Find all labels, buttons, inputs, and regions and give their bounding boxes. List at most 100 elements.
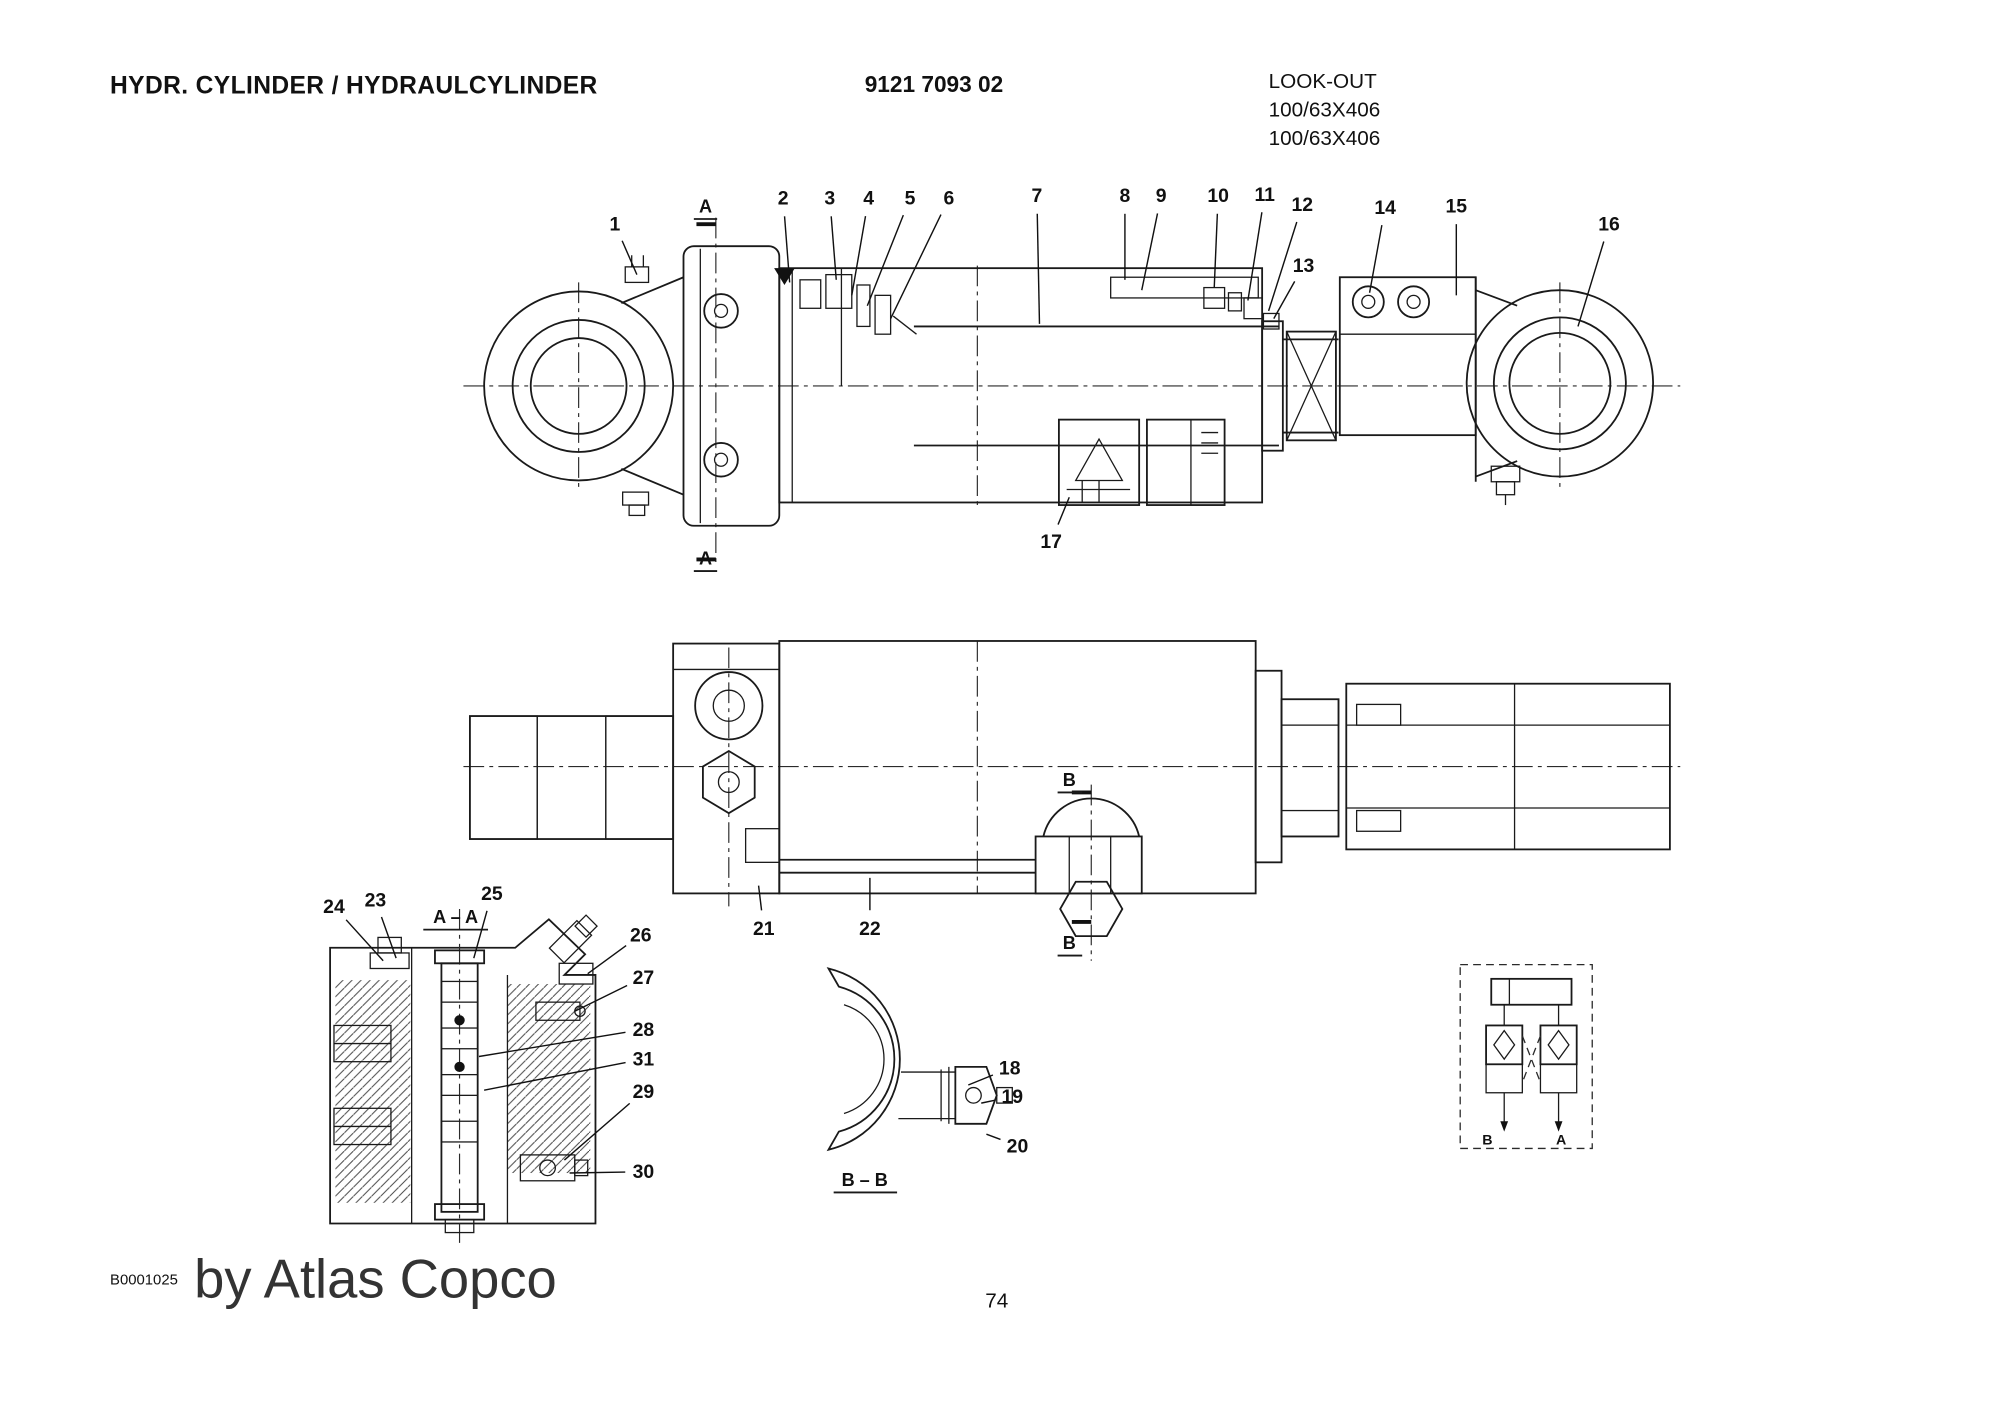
page-title: HYDR. CYLINDER / HYDRAULCYLINDER <box>110 72 598 99</box>
hydraulic-pipe <box>744 797 1143 938</box>
brand-watermark: by Atlas Copco <box>194 1248 557 1309</box>
model-line-1: 100/63X406 <box>1269 99 1381 122</box>
callout-leader-11 <box>1247 212 1263 301</box>
callout-number-19: 19 <box>1002 1086 1024 1108</box>
callout-leader-13 <box>1273 281 1296 319</box>
pipe-elbow-left <box>744 828 780 863</box>
schematic-port-a: A <box>1556 1133 1566 1149</box>
section-label-aa: A – A <box>433 907 478 927</box>
callout-number-14: 14 <box>1374 197 1396 219</box>
callout-number-13: 13 <box>1293 255 1315 277</box>
left-eye <box>483 245 781 527</box>
callout-leader-1 <box>621 240 638 275</box>
callout-leader-28 <box>478 1031 626 1058</box>
document-code: B0001025 <box>110 1272 178 1288</box>
section-label-b-top: B <box>1063 770 1076 790</box>
callout-number-3: 3 <box>824 188 835 210</box>
fitting-hex-head <box>954 1065 998 1125</box>
callout-leader-25 <box>473 910 488 959</box>
callout-leader-7 <box>1036 213 1041 324</box>
callout-number-16: 16 <box>1598 214 1620 236</box>
callout-number-4: 4 <box>863 188 874 210</box>
side-view-drawing <box>463 640 1681 961</box>
mounting-flange <box>468 715 675 840</box>
rod-coupling <box>1285 330 1337 442</box>
valve-spool <box>434 949 486 1234</box>
seal-stack-2 <box>825 273 853 309</box>
section-labels: A A A – A B B B – B B A <box>423 197 1566 1194</box>
callout-number-18: 18 <box>999 1058 1021 1080</box>
callout-leader-30 <box>569 1171 626 1174</box>
callout-number-20: 20 <box>1007 1135 1029 1157</box>
callout-number-26: 26 <box>630 924 652 946</box>
callout-number-24: 24 <box>323 896 345 918</box>
section-b-ticks <box>1071 790 1092 924</box>
callout-leader-3 <box>830 216 837 280</box>
callout-leader-21 <box>757 885 763 911</box>
callout-number-12: 12 <box>1291 194 1313 216</box>
section-a-ticks <box>696 222 716 562</box>
right-eye <box>1338 276 1654 506</box>
callout-leader-10 <box>1213 213 1219 288</box>
page-number: 74 <box>985 1290 1008 1313</box>
callout-number-10: 10 <box>1207 185 1229 207</box>
callout-leader-5 <box>866 214 904 306</box>
callout-leader-29 <box>563 1102 631 1161</box>
valve-block-outline <box>329 918 597 1225</box>
top-view-drawing <box>463 217 1681 568</box>
head-block <box>672 642 781 895</box>
section-aa-drawing <box>329 908 598 1243</box>
model-line-2: 100/63X406 <box>1269 127 1381 150</box>
wiper-seal <box>774 268 795 285</box>
seal-stack-1 <box>799 279 822 309</box>
gland-retainer <box>1110 276 1259 299</box>
callout-leader-2 <box>783 216 791 283</box>
callout-number-11: 11 <box>1254 184 1275 206</box>
callout-leader-26 <box>587 944 627 975</box>
callout-number-28: 28 <box>633 1019 655 1041</box>
callout-number-31: 31 <box>633 1049 655 1071</box>
hydraulic-schematic <box>1459 963 1593 1150</box>
callout-number-21: 21 <box>753 918 775 940</box>
left-plug <box>369 952 410 970</box>
callout-leader-27 <box>574 984 628 1012</box>
rod-clevis-side <box>1254 669 1671 864</box>
section-label-a-top: A <box>699 197 712 217</box>
callout-number-2: 2 <box>778 188 789 210</box>
callout-number-1: 1 <box>609 214 620 236</box>
rod-gland <box>1261 320 1284 452</box>
section-label-bb: B – B <box>842 1170 888 1190</box>
cylinder-tube-top <box>774 267 1339 506</box>
callout-number-27: 27 <box>633 967 655 989</box>
callout-leader-20 <box>986 1133 1001 1141</box>
callout-leader-9 <box>1141 213 1159 291</box>
callout-number-8: 8 <box>1120 185 1131 207</box>
grease-nipple-top <box>624 266 650 284</box>
grease-nipple-bottom <box>622 491 650 506</box>
schematic-boundary <box>1459 963 1593 1150</box>
warning-plate <box>1057 418 1141 506</box>
document-number: 9121 7093 02 <box>865 71 1004 97</box>
info-plate <box>1146 418 1226 506</box>
banjo-nut-hex <box>1059 880 1124 938</box>
port-plug-hex <box>702 749 756 815</box>
cylinder-wall-section <box>826 967 901 1152</box>
callout-leader-4 <box>851 215 867 296</box>
banjo-fitting <box>1034 835 1143 895</box>
callout-number-6: 6 <box>943 188 954 210</box>
callout-leader-17 <box>1057 497 1070 525</box>
callout-leader-24 <box>345 919 384 962</box>
callout-leader-16 <box>1577 241 1605 327</box>
callout-number-30: 30 <box>633 1161 655 1183</box>
right-fitting-mid <box>535 1001 581 1021</box>
callout-number-17: 17 <box>1040 531 1062 553</box>
callout-number-29: 29 <box>633 1081 655 1103</box>
callout-leader-14 <box>1368 225 1383 293</box>
callout-leader-23 <box>380 916 397 959</box>
callout-leader-31 <box>484 1061 626 1091</box>
callout-number-9: 9 <box>1156 185 1167 207</box>
callout-leader-12 <box>1267 221 1298 312</box>
